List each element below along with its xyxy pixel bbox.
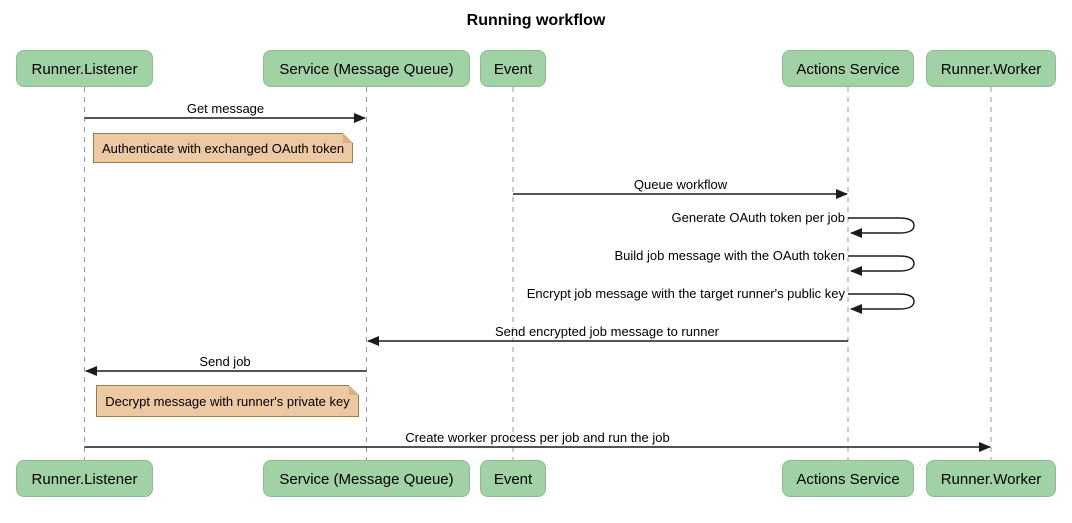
actor-top-service-message-queue: Service (Message Queue) xyxy=(263,50,470,87)
actor-bottom-event: Event xyxy=(480,460,546,497)
actor-top-runner-listener: Runner.Listener xyxy=(16,50,153,87)
diagram-title: Running workflow xyxy=(466,12,606,29)
actor-bottom-actions-service: Actions Service xyxy=(782,460,914,497)
note-authenticate-oauth: Authenticate with exchanged OAuth token xyxy=(93,133,353,163)
arrow-self-generate-oauth-token xyxy=(848,217,915,238)
message-get-message: Get message xyxy=(186,101,265,116)
message-send-encrypted-job-message: Send encrypted job message to runner xyxy=(494,324,720,339)
note-decrypt-message: Decrypt message with runner's private ke… xyxy=(96,385,359,417)
message-generate-oauth-token: Generate OAuth token per job xyxy=(671,210,845,225)
message-encrypt-job-message: Encrypt job message with the target runn… xyxy=(526,286,845,301)
note-decrypt-message-text: Decrypt message with runner's private ke… xyxy=(105,393,350,409)
actor-top-runner-worker: Runner.Worker xyxy=(926,50,1056,87)
note-authenticate-oauth-text: Authenticate with exchanged OAuth token xyxy=(101,140,345,156)
actor-bottom-runner-listener: Runner.Listener xyxy=(16,460,153,497)
arrow-self-encrypt-job-message xyxy=(848,293,915,314)
message-send-job: Send job xyxy=(199,354,251,369)
actor-bottom-runner-worker: Runner.Worker xyxy=(926,460,1056,497)
message-queue-workflow: Queue workflow xyxy=(633,177,728,192)
arrow-self-build-job-message xyxy=(848,255,915,276)
actor-top-event: Event xyxy=(480,50,546,87)
actor-top-actions-service: Actions Service xyxy=(782,50,914,87)
message-create-worker-process: Create worker process per job and run th… xyxy=(405,430,670,445)
message-build-job-message: Build job message with the OAuth token xyxy=(614,248,845,263)
actor-bottom-service-message-queue: Service (Message Queue) xyxy=(263,460,470,497)
